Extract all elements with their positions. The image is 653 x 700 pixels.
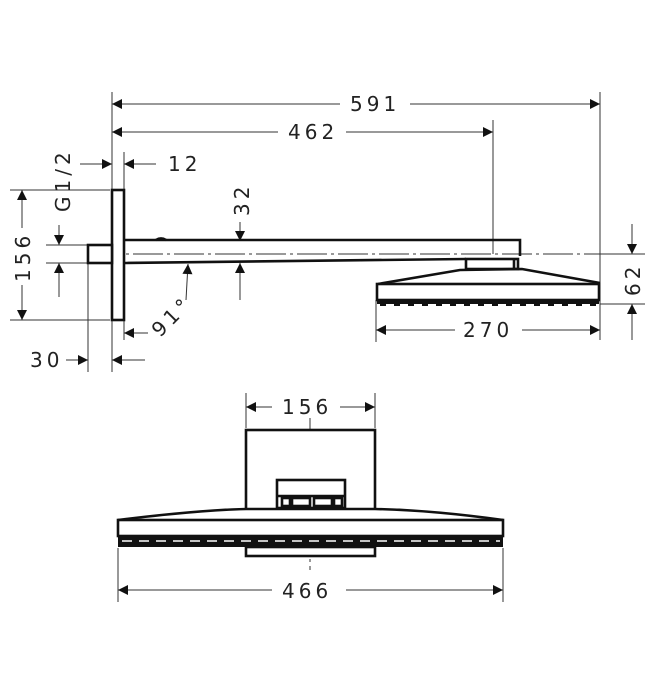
dimension-label: 62 bbox=[621, 263, 645, 296]
dimension-30: 30 bbox=[30, 348, 145, 372]
shower-head-side bbox=[375, 267, 601, 306]
dimension-label: 591 bbox=[350, 92, 400, 116]
dimension-156-height: 156 bbox=[11, 190, 35, 320]
dimension-label: 32 bbox=[230, 183, 254, 216]
dimension-12: 12 bbox=[80, 152, 201, 176]
dimension-156-width: 156 bbox=[246, 395, 375, 419]
dimension-label: 466 bbox=[282, 579, 332, 603]
dimension-270: 270 bbox=[376, 318, 600, 342]
dimension-466: 466 bbox=[118, 579, 503, 603]
dimension-label: 91° bbox=[147, 291, 198, 342]
connector-front bbox=[275, 478, 347, 510]
dimension-62: 62 bbox=[621, 224, 645, 340]
wall-plate bbox=[110, 188, 126, 322]
dimension-label: 462 bbox=[288, 120, 338, 144]
shower-head-front bbox=[116, 507, 505, 558]
dimension-label: 270 bbox=[463, 318, 513, 342]
dimension-label: 156 bbox=[282, 395, 332, 419]
shower-arm bbox=[123, 237, 522, 265]
dimension-32: 32 bbox=[230, 183, 254, 300]
dimension-label: 12 bbox=[168, 152, 201, 176]
dimension-label: 30 bbox=[30, 348, 63, 372]
dimension-591: 591 bbox=[112, 92, 600, 116]
pipe-stub bbox=[86, 243, 114, 265]
dimension-462: 462 bbox=[112, 120, 493, 144]
side-view: 591 462 12 G1/2 156 32 bbox=[10, 92, 645, 372]
thread-label: G1/2 bbox=[51, 148, 75, 212]
head-connector bbox=[464, 257, 520, 271]
dimension-angle: 91° bbox=[124, 263, 198, 342]
dimension-label: 156 bbox=[11, 232, 35, 282]
front-view: 156 466 bbox=[116, 393, 505, 603]
